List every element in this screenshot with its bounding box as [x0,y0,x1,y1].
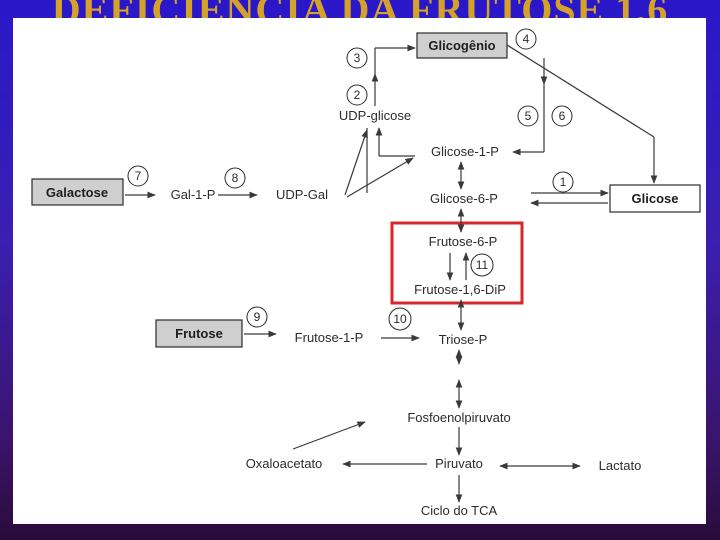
ciclo-tca-label: Ciclo do TCA [421,503,498,518]
enzyme-5-marker: 5 [517,105,539,127]
line-glicogenio-to-glicose [506,44,655,138]
enzyme-3-marker: 3 [346,47,368,69]
svg-text:4: 4 [523,32,530,46]
svg-text:1: 1 [560,175,567,189]
svg-text:2: 2 [354,88,361,102]
triose-p-label: Triose-P [439,332,488,347]
arrow-udpgal-to-udpglicose [344,129,368,196]
pathway-arrows [125,44,658,503]
galactose-label: Galactose [46,185,108,200]
frutose-6-p-label: Frutose-6-P [429,234,498,249]
enzyme-8-marker: 8 [224,167,246,189]
svg-text:10: 10 [393,312,407,326]
gal-1-p-label: Gal-1-P [171,187,216,202]
enzyme-2-marker: 2 [346,84,368,106]
svg-text:9: 9 [254,310,261,324]
frutose-1-p-label: Frutose-1-P [295,330,364,345]
glicose-6-p-label: Glicose-6-P [430,191,498,206]
piruvato-label: Piruvato [435,456,483,471]
frutose-label: Frutose [175,326,223,341]
svg-text:6: 6 [559,109,566,123]
enzyme-7-marker: 7 [127,165,149,187]
diagram-panel: Glicogênio Galactose Glicose Frutose UDP… [13,18,706,524]
frutose-box: Frutose [155,319,243,348]
svg-text:11: 11 [476,258,489,272]
enzyme-1-marker: 1 [552,171,574,193]
enzyme-10-marker: 10 [388,307,412,331]
svg-text:7: 7 [135,169,142,183]
glicogenio-box: Glicogênio [416,32,508,59]
galactose-box: Galactose [31,178,124,206]
glicose-label: Glicose [632,191,679,206]
svg-text:8: 8 [232,171,239,185]
fosfoenolpiruvato-label: Fosfoenolpiruvato [407,410,510,425]
svg-text:3: 3 [354,51,361,65]
glicose-1-p-label: Glicose-1-P [431,144,499,159]
metabolic-pathway-diagram: Glicogênio Galactose Glicose Frutose UDP… [31,28,701,518]
glicose-box: Glicose [609,184,701,213]
lactato-label: Lactato [599,458,642,473]
arrow-udpgal-to-g1p [346,157,414,198]
arrow-oxaloacetato-to-pep [292,421,366,450]
enzyme-9-marker: 9 [246,306,268,328]
enzyme-4-marker: 4 [515,28,537,50]
enzyme-6-marker: 6 [551,105,573,127]
glicogenio-label: Glicogênio [428,38,495,53]
udp-gal-label: UDP-Gal [276,187,328,202]
udp-glicose-label: UDP-glicose [339,108,411,123]
fructose-bisphosphatase-highlight [390,221,524,305]
oxaloacetato-label: Oxaloacetato [246,456,323,471]
enzyme-11-marker: 11 [470,253,494,277]
svg-text:5: 5 [525,109,532,123]
frutose-1-6-dip-label: Frutose-1,6-DiP [414,282,506,297]
